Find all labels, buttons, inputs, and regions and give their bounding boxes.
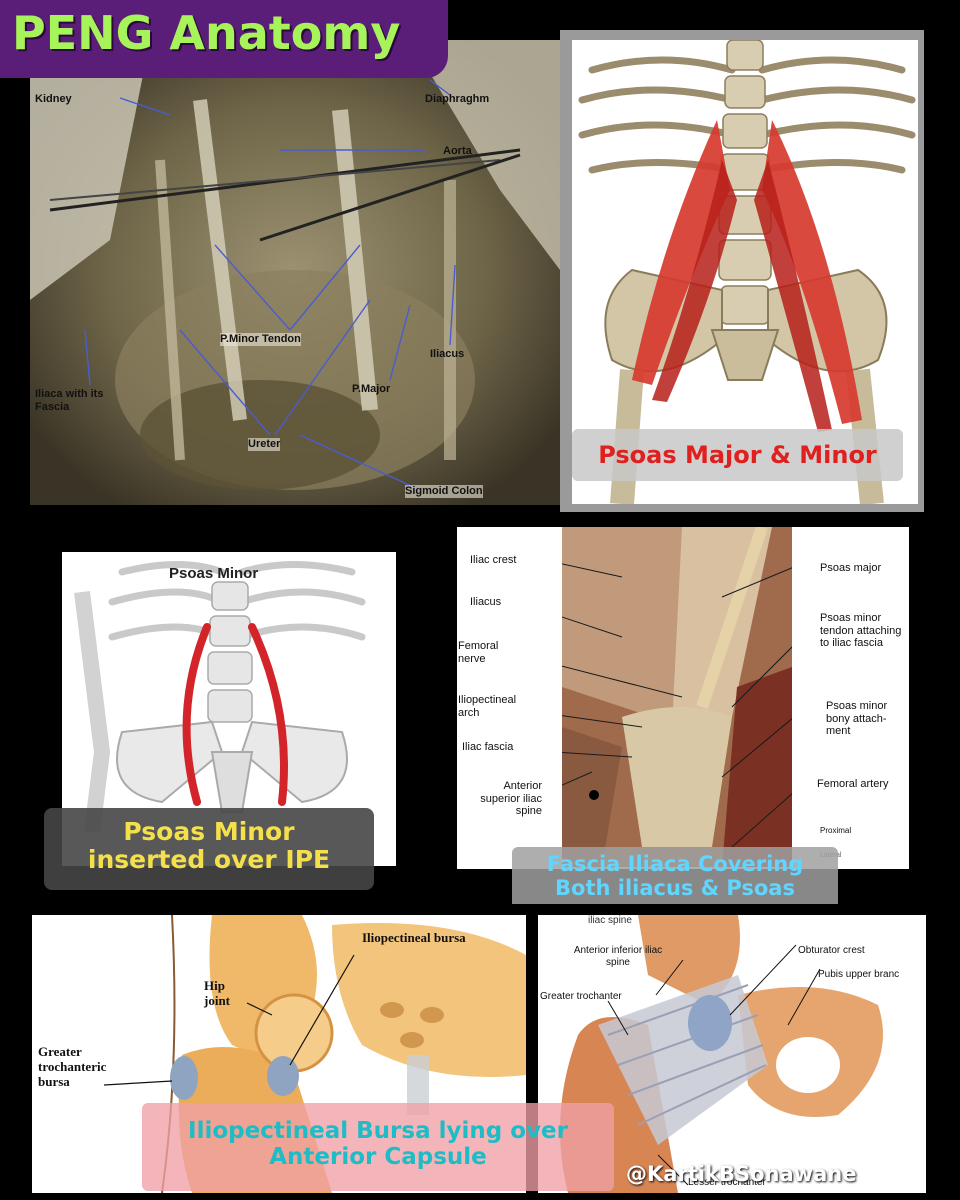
- psoas-minor-banner-line2: inserted over IPE: [87, 845, 331, 874]
- dissection-photo-panel: Kidney Diaphraghm Aorta P.Minor Tendon I…: [30, 40, 560, 505]
- fascia-iliaca-panel: Iliac crest Iliacus Femoral nerve Iliope…: [440, 518, 926, 904]
- label-iliac-crest: Iliac crest: [470, 554, 517, 566]
- iliopectineal-bursa-banner-line1: Iliopectineal Bursa lying over: [188, 1118, 568, 1144]
- label-iliopectineal-bursa: Iliopectineal bursa: [362, 930, 466, 945]
- iliopectineal-bursa-banner: Iliopectineal Bursa lying over Anterior …: [142, 1103, 614, 1191]
- label-pubis-upper: Pubis upper branc: [818, 969, 900, 980]
- iliopectineal-bursa-banner-line2: Anterior Capsule: [269, 1143, 487, 1170]
- fascia-iliaca-banner-line2: Both iliacus & Psoas: [555, 875, 795, 900]
- label-hip-joint: Hip joint: [204, 978, 230, 1008]
- label-lesser-trochanter: Lesser trochanter: [688, 1177, 766, 1188]
- skeleton-psoas-minor-illustration: [74, 561, 366, 833]
- label-proximal: Proximal: [820, 826, 852, 835]
- label-gt-bursa: Greater trochanteric bursa: [38, 1044, 107, 1089]
- psoas-minor-banner-line1: Psoas Minor: [123, 817, 295, 846]
- label-iliac-spine: iliac spine: [588, 915, 632, 926]
- label-psoas-minor-top: Psoas Minor: [169, 565, 259, 582]
- label-sigmoid-colon: Sigmoid Colon: [405, 485, 483, 498]
- label-femoral-nerve: Femoral nerve: [458, 640, 499, 665]
- label-iliopectineal-arch: Iliopectineal arch: [458, 694, 517, 719]
- label-diaphragm: Diaphraghm: [425, 93, 490, 105]
- label-asis: Anterior superior iliac spine: [480, 780, 542, 818]
- label-obturator-crest: Obturator crest: [798, 945, 865, 956]
- label-aiis: Anterior inferior iliac spine: [573, 945, 663, 968]
- label-iliacus: Iliacus: [430, 348, 465, 360]
- label-psoas-minor-tendon: Psoas minor tendon attaching to iliac fa…: [820, 612, 902, 650]
- label-ureter: Ureter: [248, 438, 281, 451]
- label-greater-trochanter: Greater trochanter: [540, 991, 622, 1002]
- psoas-minor-banner: Psoas Minor inserted over IPE: [44, 808, 374, 890]
- fascia-iliaca-banner: Fascia Iliaca Covering Both iliacus & Ps…: [512, 847, 838, 904]
- label-pminor-tendon: P.Minor Tendon: [220, 333, 301, 346]
- fascia-iliaca-dissection: [562, 527, 792, 867]
- iliopectineal-bursa-panel: Iliopectineal bursa Hip joint Greater tr…: [32, 915, 526, 1193]
- fascia-iliaca-banner-line1: Fascia Iliaca Covering: [546, 852, 804, 876]
- label-psoas-major-4: Psoas major: [820, 562, 882, 574]
- psoas-major-panel: Psoas Major & Minor: [572, 40, 918, 504]
- label-aorta: Aorta: [443, 145, 472, 157]
- author-handle: @KartikBSonawane: [626, 1162, 857, 1186]
- psoas-minor-panel: Psoas Minor Psoas Minor inserted over IP…: [32, 518, 426, 904]
- title-badge: PENG Anatomy: [0, 0, 448, 78]
- psoas-major-minor-banner: Psoas Major & Minor: [572, 429, 903, 481]
- skeleton-psoas-major-illustration: [578, 40, 916, 504]
- dissection-photo: [30, 40, 560, 505]
- label-kidney: Kidney: [35, 93, 72, 105]
- label-iliac-fascia: Iliac fascia: [462, 741, 514, 753]
- label-iliaca-fascia: Iliaca with its Fascia: [35, 388, 104, 413]
- label-femoral-artery: Femoral artery: [817, 778, 889, 790]
- psoas-major-minor-banner-text: Psoas Major & Minor: [598, 441, 877, 469]
- label-iliacus-4: Iliacus: [470, 596, 502, 608]
- label-pmajor: P.Major: [352, 383, 391, 395]
- page-title: PENG Anatomy: [12, 6, 401, 60]
- label-psoas-minor-bony: Psoas minor bony attach- ment: [826, 700, 888, 738]
